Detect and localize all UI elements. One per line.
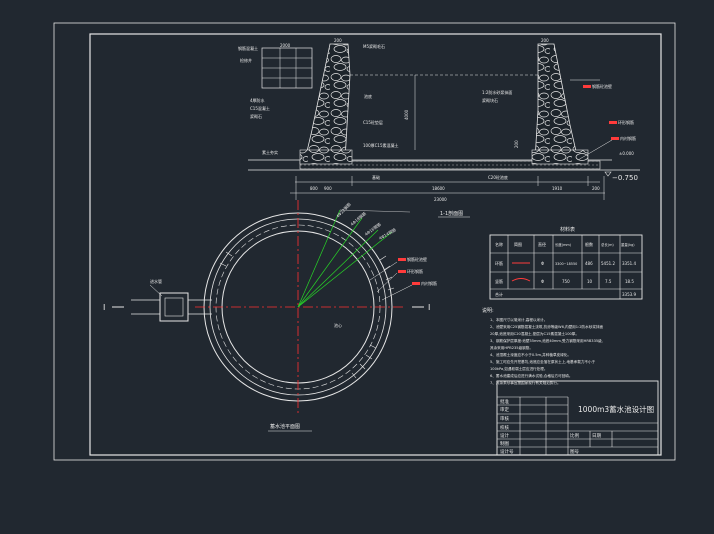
title-row-draft: 制图 <box>500 440 509 447</box>
title-cell-date: 日期 <box>592 433 601 439</box>
title-cell-scale: 比例 <box>570 432 579 439</box>
title-row-approve: 批准 <box>500 398 509 405</box>
section-right-label-2: 浆砌块石 <box>482 97 498 103</box>
note-line-8: 100kPa,如遇软弱土层应进行处理。 <box>490 366 547 371</box>
note-line-5: 其余采用HPB235级钢筋。 <box>490 345 533 350</box>
title-row-review: 审核 <box>500 415 509 422</box>
section-left-label-1: 钢筋混凝土 <box>238 45 258 51</box>
section-bottom-dim-3: 18600 <box>432 186 445 191</box>
table-row2-total: 7.5 <box>605 279 612 284</box>
sheet-border-inner <box>89 33 662 456</box>
section-top-dim-2: 200 <box>334 38 342 43</box>
table-total-label: 合计 <box>495 291 503 297</box>
section-bottom-dim-4: 1910 <box>552 186 563 191</box>
title-block-drawing-name: 1000m3蓄水池设计图 <box>578 404 654 414</box>
plan-view: 4Φ22钢筋 4Φ18钢筋 4Φ16钢筋 4Φ14钢筋 钢筋砼池壁 环形钢筋 内… <box>103 200 437 432</box>
plan-red-callout-1: 钢筋砼池壁 <box>407 256 427 262</box>
table-header-sketch: 简图 <box>514 241 522 247</box>
section-bottom-dim-2: 900 <box>324 186 332 191</box>
section-left-label-4: C15混凝土 <box>250 105 270 111</box>
section-title: 1-1剖面图 <box>440 210 463 217</box>
notes-heading: 说明: <box>482 307 494 314</box>
plan-rebar-label-4: 4Φ14钢筋 <box>378 226 397 241</box>
section-red-callout-3: 内衬钢筋 <box>620 135 636 141</box>
section-wall-label-2: C15砼垫层 <box>363 119 383 125</box>
table-total-weight: 3353.9 <box>622 292 636 297</box>
title-row-authorize: 审定 <box>500 406 509 413</box>
table-header-total: 总长(m) <box>601 242 614 247</box>
table-header-name: 名称 <box>495 241 503 247</box>
section-bottom-dim-5: 200 <box>592 186 600 191</box>
section-right-label-3: C20砼池底 <box>488 174 508 180</box>
section-wall-label-3: 100厚C15素混凝土 <box>363 142 399 148</box>
section-left-label-6: 素土夯实 <box>262 149 278 155</box>
note-line-2: 2、池壁采用C25钢筋混凝土浇筑,抗渗等级W6,内壁用1:2防水砂浆抹面 <box>490 324 604 329</box>
note-line-6: 4、池顶覆土深度应不小于0.5m,并种植草皮绿化。 <box>490 352 571 357</box>
section-small-label-1: 池底 <box>364 93 372 99</box>
table-header-count: 根数 <box>585 241 593 247</box>
section-right-label-1: 1:2防水砂浆抹面 <box>482 89 512 95</box>
plan-rebar-label-1: 4Φ22钢筋 <box>334 201 351 219</box>
plan-inlet-label: 进水管 <box>150 278 162 284</box>
note-line-3: 20厚,池底采用C20混凝土,垫层为C15素混凝土100厚。 <box>490 331 579 336</box>
section-left-label-2: 检修井 <box>240 57 252 63</box>
section-small-label-2: 基础 <box>372 174 380 180</box>
note-line-4: 3、钢筋保护层厚度:池壁35mm,池底40mm,受力钢筋采用HRB335级, <box>490 338 603 343</box>
section-red-callout-1: 钢筋砼池壁 <box>592 83 612 89</box>
table-header-weight: 重量(kg) <box>621 242 635 247</box>
table-row2-diameter: Φ <box>541 279 544 284</box>
table-header-length: 长度(mm) <box>555 242 572 247</box>
table-row2-weight: 18.5 <box>625 279 634 284</box>
title-row-design: 设计 <box>500 432 509 439</box>
table-row1-weight: 3351.4 <box>622 261 636 266</box>
sheet-border-outer <box>53 22 676 461</box>
table-row1-diameter: Φ <box>541 261 544 266</box>
plan-rebar-label-3: 4Φ16钢筋 <box>363 221 382 237</box>
material-table: 材料表 名称 简图 直径 长度(mm) 根数 总长(m) 重量(kg) 环筋 Φ… <box>489 226 643 300</box>
table-row1-length: 3300~18550 <box>555 262 577 266</box>
section-marker-right: I <box>428 303 430 312</box>
table-row2-name: 竖筋 <box>495 278 503 284</box>
note-line-10: 7、其余未尽事宜按国家现行有关规范执行。 <box>490 380 561 385</box>
section-bottom-dim-1: 800 <box>310 186 318 191</box>
section-red-callout-2: 环形钢筋 <box>618 119 634 125</box>
section-top-dim-1: 2000 <box>280 43 291 48</box>
plan-center-label: 池心 <box>334 322 342 328</box>
section-top-dim-3: 200 <box>541 38 549 43</box>
plan-red-callout-2: 环形钢筋 <box>407 268 423 274</box>
section-height-2: 200 <box>514 140 519 148</box>
note-line-7: 5、施工时应先开挖基坑,池底应坐落在原状土上,地基承载力不小于 <box>490 359 596 364</box>
table-row1-count: 486 <box>585 261 593 266</box>
section-total-dim: 23000 <box>434 197 447 202</box>
design-notes: 说明: 1、本图尺寸以毫米计,高程以米计。 2、池壁采用C25钢筋混凝土浇筑,抗… <box>482 307 604 385</box>
section-left-label-5: 浆砌石 <box>250 113 262 119</box>
title-cell-drawing-no: 图号 <box>570 449 579 455</box>
table-row2-length: 750 <box>562 279 570 284</box>
section-marker-left: I <box>103 303 105 312</box>
title-row-check: 校核 <box>500 424 509 431</box>
table-row2-count: 10 <box>587 279 593 284</box>
plan-red-callout-3: 内衬钢筋 <box>421 280 437 286</box>
material-table-title: 材料表 <box>560 226 575 233</box>
section-left-label-3: 4厚防水 <box>250 97 265 103</box>
table-row1-name: 环筋 <box>495 260 503 266</box>
section-wall-label-1: M5浆砌毛石 <box>363 43 385 49</box>
section-view: 2000 200 200 钢筋混凝土 检修井 4厚防水 C15混凝土 浆砌石 素… <box>238 38 640 218</box>
section-elevation: −0.750 <box>612 174 638 182</box>
section-height-1: 4000 <box>404 109 409 120</box>
note-line-1: 1、本图尺寸以毫米计,高程以米计。 <box>490 317 547 322</box>
title-block: 1000m3蓄水池设计图 批准 审定 审核 校核 设计 制图 设计号 比例 日期… <box>496 380 659 456</box>
table-header-diameter: 直径 <box>538 241 546 247</box>
note-line-9: 6、蓄水池建成后应进行满水试验,合格后方可回填。 <box>490 373 573 378</box>
section-height-3: ±0.000 <box>619 151 634 156</box>
table-row1-total: 5451.2 <box>601 261 615 266</box>
plan-title: 蓄水池平面图 <box>270 423 300 430</box>
title-row-design-no: 设计号 <box>500 448 514 455</box>
